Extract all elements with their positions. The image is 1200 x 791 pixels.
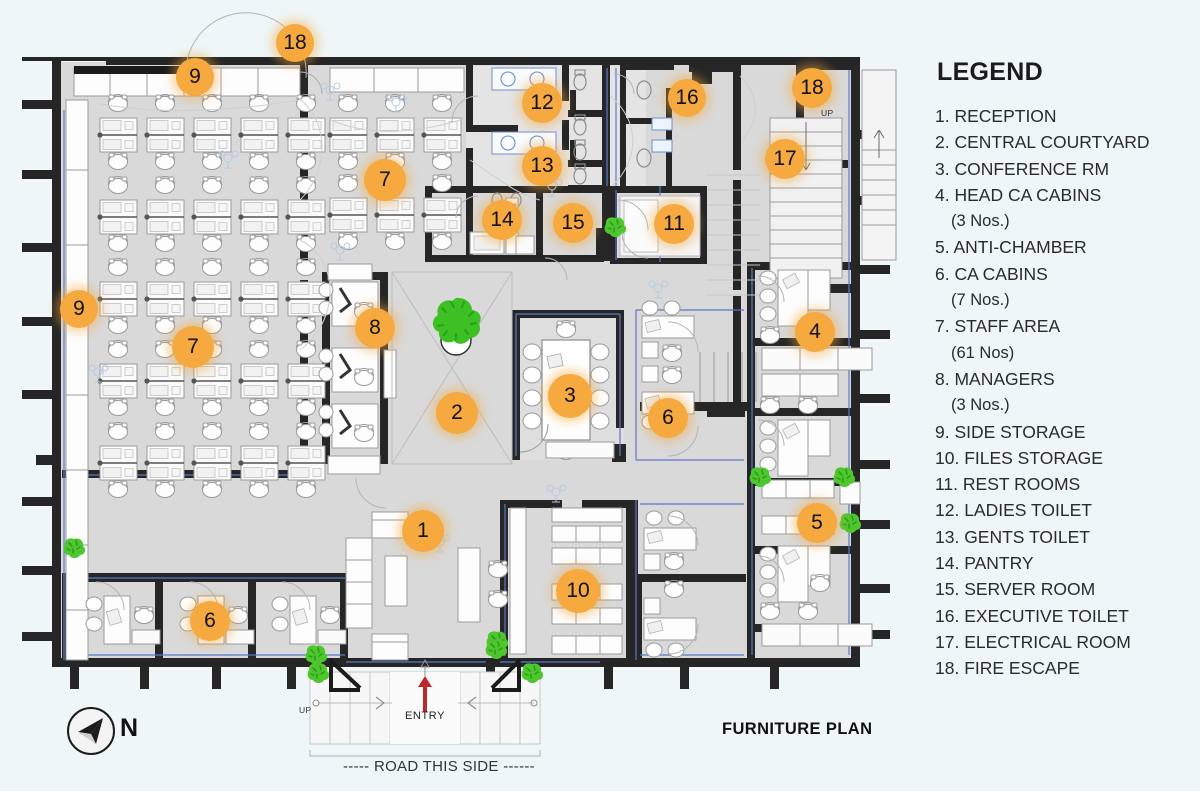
marker-label: 15 — [561, 211, 585, 234]
legend-item: (61 Nos) — [951, 343, 1015, 362]
room-marker-7-top[interactable]: 7 — [364, 159, 406, 201]
marker-label: 11 — [663, 212, 685, 235]
legend-item: (7 Nos.) — [951, 291, 1010, 310]
entry-steps — [306, 658, 544, 757]
room-marker-5[interactable]: 5 — [797, 503, 837, 543]
central-courtyard — [391, 271, 513, 465]
marker-label: 6 — [204, 609, 216, 632]
legend-item: 9. SIDE STORAGE — [935, 421, 1086, 442]
marker-label: 18 — [283, 31, 307, 54]
marker-label: 7 — [187, 335, 199, 358]
north-label: N — [120, 714, 139, 742]
marker-label: 14 — [490, 208, 514, 231]
legend-item: 11. REST ROOMS — [935, 474, 1081, 495]
marker-label: 18 — [800, 76, 824, 99]
legend-item: 13. GENTS TOILET — [935, 526, 1090, 547]
marker-label: 8 — [369, 316, 381, 339]
road-side-label: ----- ROAD THIS SIDE ------ — [343, 758, 535, 775]
plan-title: FURNITURE PLAN — [722, 720, 873, 738]
marker-label: 12 — [530, 91, 554, 114]
room-marker-17[interactable]: 17 — [765, 139, 805, 179]
up-label-entry-ramp: UP — [299, 705, 312, 715]
legend-item: (3 Nos.) — [951, 396, 1010, 415]
plan-svg — [22, 12, 897, 757]
legend-item: 2. CENTRAL COURTYARD — [935, 132, 1150, 153]
room-marker-6-right[interactable]: 6 — [648, 398, 688, 438]
room-marker-13[interactable]: 13 — [522, 146, 562, 186]
room-marker-9-left[interactable]: 9 — [60, 290, 98, 328]
room-marker-4[interactable]: 4 — [795, 312, 835, 352]
legend-item: 14. PANTRY — [935, 553, 1034, 574]
marker-label: 2 — [451, 401, 463, 424]
legend-item: 18. FIRE ESCAPE — [935, 658, 1080, 679]
room-marker-3[interactable]: 3 — [548, 374, 592, 418]
room-marker-10[interactable]: 10 — [556, 569, 600, 613]
ceiling-sketch-lines — [99, 75, 756, 351]
marker-label: 9 — [73, 297, 85, 320]
room-marker-9-top[interactable]: 9 — [176, 58, 214, 96]
legend-item: 7. STAFF AREA — [935, 316, 1061, 337]
marker-label: 6 — [662, 406, 674, 429]
legend-item: 16. EXECUTIVE TOILET — [935, 605, 1129, 626]
floor-plan-drawing — [22, 12, 897, 757]
legend-panel: LEGEND 1. RECEPTION 2. CENTRAL COURTYARD 3… — [935, 58, 1190, 682]
legend-item: 4. HEAD CA CABINS — [935, 184, 1102, 205]
up-label-stair-electrical: UP — [821, 108, 834, 118]
room-marker-1[interactable]: 1 — [402, 510, 444, 552]
legend-item: 6. CA CABINS — [935, 263, 1048, 284]
room-marker-14[interactable]: 14 — [482, 200, 522, 240]
legend-item: 17. ELECTRICAL ROOM — [935, 631, 1131, 652]
legend-item: 10. FILES STORAGE — [935, 447, 1103, 468]
compass-rose — [67, 707, 115, 755]
legend-item: 5. ANTI-CHAMBER — [935, 237, 1087, 258]
stairs-fire-escape — [699, 69, 897, 402]
legend-list: 1. RECEPTION 2. CENTRAL COURTYARD 3. CONFE… — [935, 103, 1190, 682]
room-marker-6-bottom[interactable]: 6 — [190, 601, 230, 641]
room-marker-15[interactable]: 15 — [553, 203, 593, 243]
managers-room — [318, 263, 397, 475]
room-marker-7-main[interactable]: 7 — [172, 326, 214, 368]
room-marker-11[interactable]: 11 — [654, 204, 694, 244]
door-swings — [95, 71, 785, 655]
room-marker-18-top-right[interactable]: 18 — [792, 68, 832, 108]
room-marker-2[interactable]: 2 — [436, 392, 478, 434]
room-marker-8[interactable]: 8 — [355, 308, 395, 348]
legend-item: 8. MANAGERS — [935, 368, 1055, 389]
marker-label: 7 — [379, 168, 391, 191]
reception — [345, 511, 509, 661]
entry-label: ENTRY — [405, 710, 446, 722]
room-marker-12[interactable]: 12 — [522, 83, 562, 123]
marker-label: 9 — [189, 65, 201, 88]
marker-label: 17 — [773, 147, 797, 170]
marker-label: 13 — [530, 154, 554, 177]
marker-label: 3 — [564, 384, 576, 407]
room-marker-18-top-left[interactable]: 18 — [276, 24, 314, 62]
marker-label: 16 — [675, 86, 699, 109]
legend-title: LEGEND — [937, 58, 1043, 86]
legend-item: 15. SERVER ROOM — [935, 579, 1096, 600]
legend-item: 1. RECEPTION — [935, 106, 1057, 126]
head-ca-cabins — [748, 269, 873, 647]
marker-label: 4 — [809, 320, 821, 343]
side-storage — [65, 67, 465, 661]
marker-label: 10 — [566, 579, 590, 602]
marker-label: 1 — [417, 519, 429, 542]
marker-label: 5 — [811, 511, 823, 534]
legend-item: 3. CONFERENCE RM — [935, 158, 1110, 179]
rest-rooms — [603, 195, 701, 257]
legend-item: 12. LADIES TOILET — [935, 500, 1092, 521]
legend-item: (3 Nos.) — [951, 212, 1010, 231]
room-marker-16[interactable]: 16 — [668, 79, 706, 117]
